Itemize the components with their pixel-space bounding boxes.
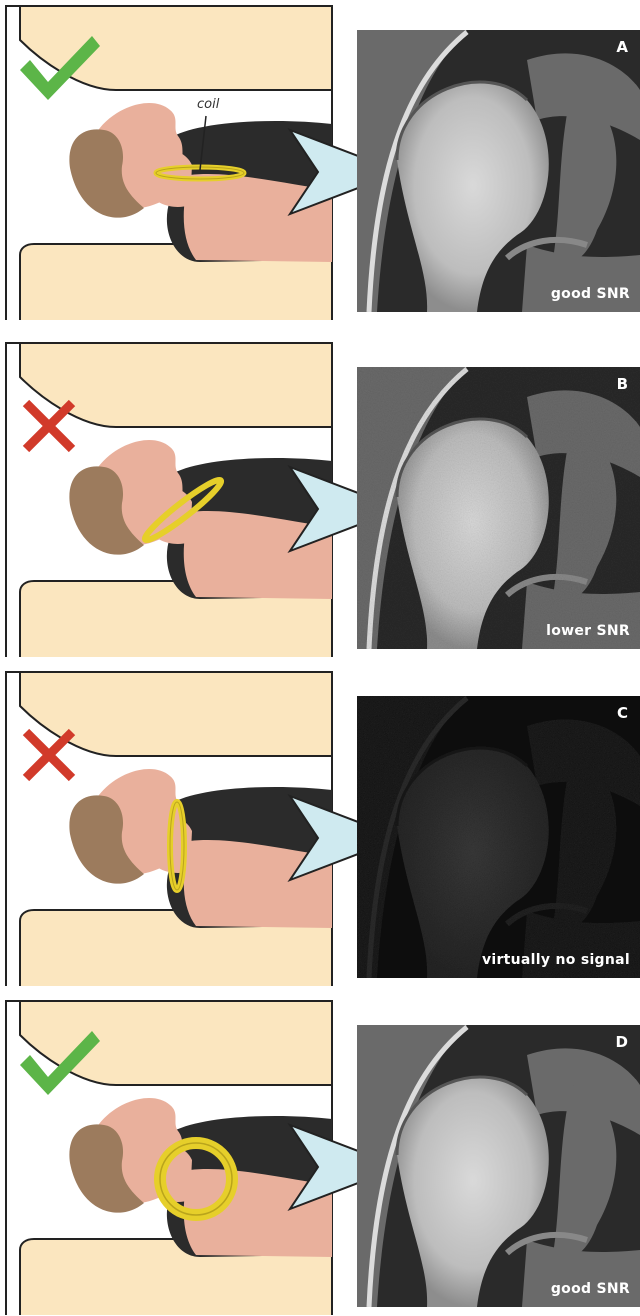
panel-letter: B bbox=[617, 375, 628, 393]
mri-scan bbox=[357, 367, 640, 649]
panel-letter: D bbox=[616, 1033, 628, 1051]
snr-caption: good SNR bbox=[551, 1281, 630, 1297]
mri-image: D good SNR bbox=[357, 1025, 640, 1307]
snr-caption: lower SNR bbox=[546, 623, 630, 639]
panel-a: A good SNR coil bbox=[0, 0, 640, 316]
panel-c: C virtually no signal bbox=[0, 666, 640, 982]
mri-image: C virtually no signal bbox=[357, 696, 640, 978]
mri-image: A good SNR bbox=[357, 30, 640, 312]
panel-letter: A bbox=[616, 38, 628, 56]
mri-scan bbox=[357, 30, 640, 312]
panel-b: B lower SNR bbox=[0, 337, 640, 653]
mri-image: B lower SNR bbox=[357, 367, 640, 649]
mri-scan bbox=[357, 1025, 640, 1307]
coil-leader-line bbox=[0, 0, 340, 200]
snr-caption: good SNR bbox=[551, 286, 630, 302]
panel-d: D good SNR bbox=[0, 995, 640, 1311]
mri-scan bbox=[357, 696, 640, 978]
panel-letter: C bbox=[617, 704, 628, 722]
snr-caption: virtually no signal bbox=[482, 952, 630, 968]
